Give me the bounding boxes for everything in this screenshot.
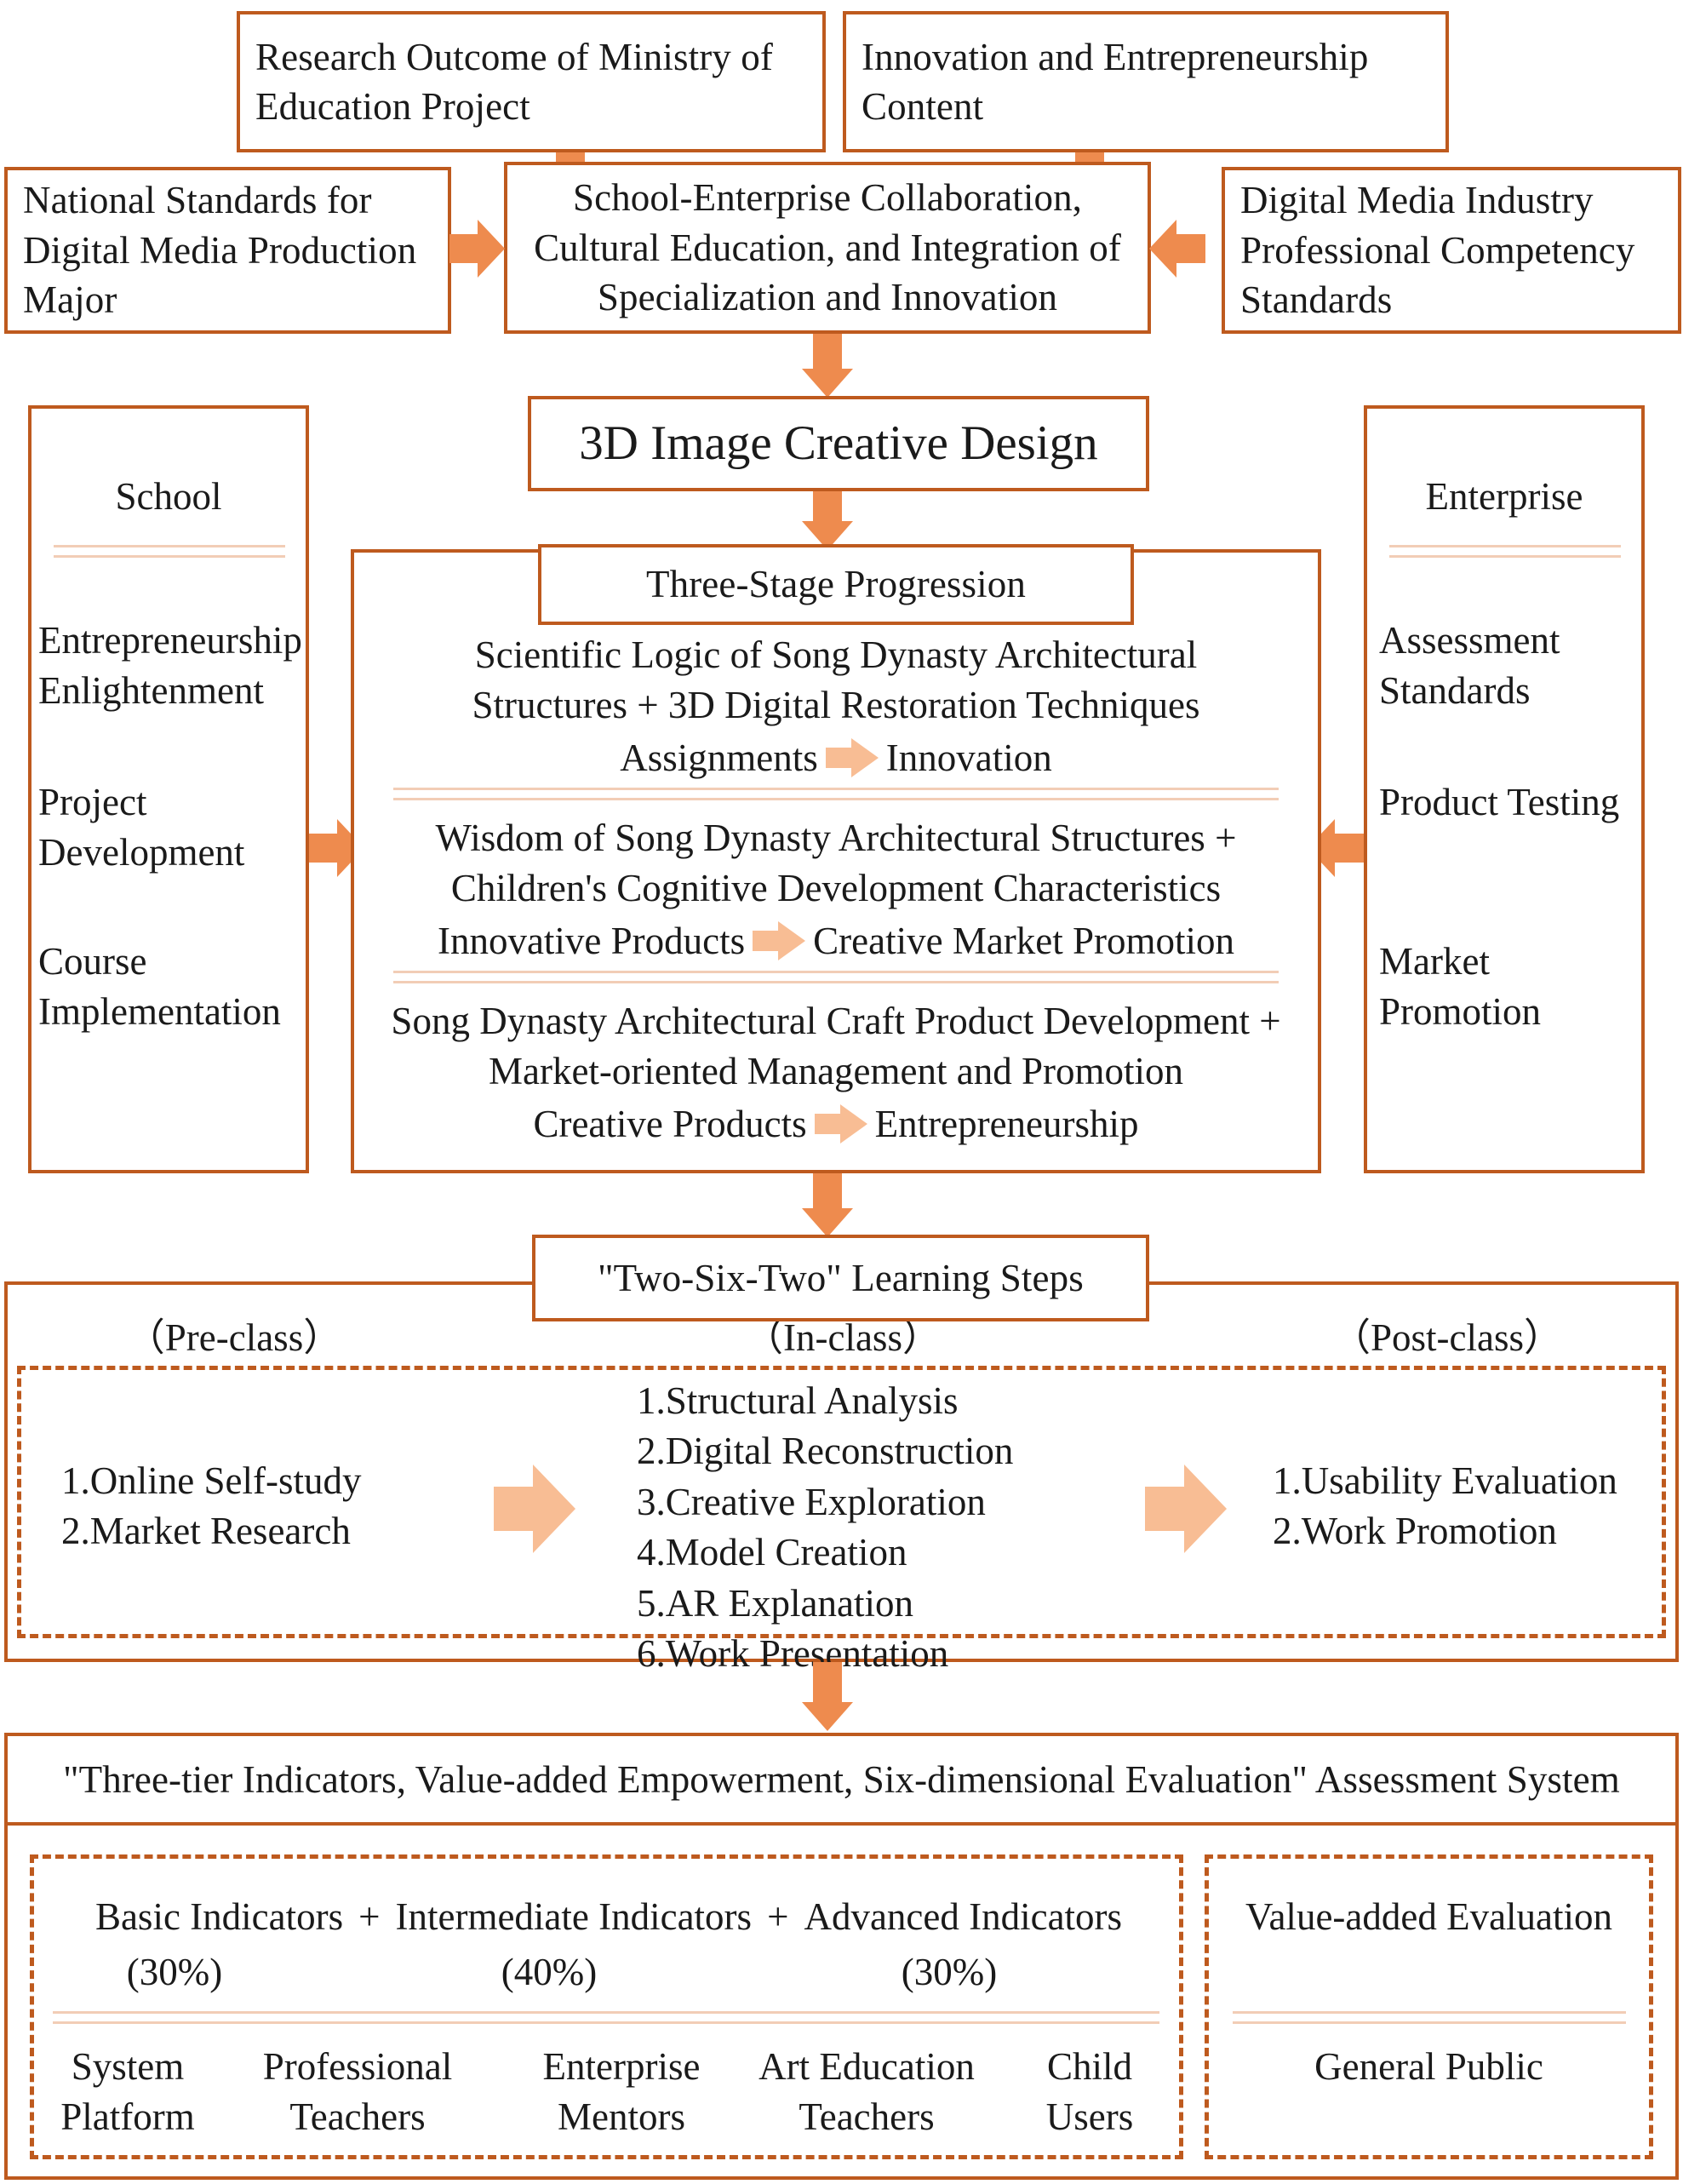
stage-0-from: Assignments — [620, 737, 818, 779]
assessment-value-added-panel — [1205, 1854, 1653, 2159]
enterprise-column-header: Enterprise — [1425, 475, 1583, 518]
list-item: 1.Usability Evaluation — [1273, 1459, 1617, 1502]
arrow-course-to-stages — [802, 491, 853, 551]
school-column-item-2: Course Implementation — [38, 940, 281, 1034]
arrow-inclass-to-postclass-icon — [1145, 1465, 1227, 1553]
assessment-evaluator-2: Enterprise Mentors — [542, 2045, 701, 2139]
box-assessment-title: "Three-tier Indicators, Value-added Empo… — [4, 1733, 1679, 1826]
stage-0-content: Scientific Logic of Song Dynasty Archite… — [472, 633, 1200, 727]
box-course-title: 3D Image Creative Design — [528, 396, 1149, 491]
box-industry-standards-label: Digital Media Industry Professional Comp… — [1240, 179, 1635, 322]
stage-1-flow: Innovative Products Creative Market Prom… — [376, 919, 1296, 963]
stage-1-content: Wisdom of Song Dynasty Architectural Str… — [435, 817, 1237, 910]
learning-phase-2-label: （Post-class） — [1331, 1316, 1562, 1359]
learning-phase-0-items: 1.Online Self-study 2.Market Research — [61, 1456, 427, 1557]
learning-steps-title-label: "Two-Six-Two" Learning Steps — [598, 1256, 1084, 1299]
learning-phase-2-items: 1.Usability Evaluation 2.Work Promotion — [1273, 1456, 1673, 1557]
box-school-column — [28, 405, 309, 1173]
indicator-operator-1: + — [767, 1895, 789, 1938]
assessment-indicators-separator — [53, 2011, 1159, 2024]
assessment-evaluator-1: Professional Teachers — [262, 2045, 453, 2139]
course-title-label: 3D Image Creative Design — [579, 416, 1098, 470]
learning-phase-1-label: （In-class） — [745, 1316, 941, 1359]
arrow-stages-to-learning — [802, 1173, 853, 1238]
list-item: 5.AR Explanation — [637, 1581, 913, 1625]
arrow-learning-to-assessment — [802, 1662, 853, 1733]
enterprise-column-item-1: Product Testing — [1379, 781, 1620, 823]
arrow-preclass-to-inclass-icon — [494, 1465, 575, 1553]
stage-1-to: Creative Market Promotion — [813, 920, 1235, 962]
box-learning-steps-title: "Two-Six-Two" Learning Steps — [532, 1235, 1149, 1321]
stage-0-to: Innovation — [885, 737, 1052, 779]
list-item: 1.Structural Analysis — [637, 1379, 959, 1422]
value-added-title: Value-added Evaluation — [1245, 1895, 1613, 1938]
stage-0-arrow-icon — [825, 738, 879, 777]
enterprise-column-item-2: Market Promotion — [1379, 940, 1542, 1034]
box-enterprise-column — [1364, 405, 1645, 1173]
stage-2-to: Entrepreneurship — [874, 1103, 1139, 1145]
assessment-indicators-panel — [30, 1854, 1183, 2159]
box-three-stage-title: Three-Stage Progression — [538, 544, 1134, 625]
box-three-stage-container — [351, 549, 1321, 1173]
box-innovation-content-label: Innovation and Entrepreneurship Content — [862, 35, 1369, 129]
stage-1-from: Innovative Products — [437, 920, 746, 962]
indicator-operator-0: + — [358, 1895, 381, 1938]
assessment-evaluator-0: System Platform — [60, 2045, 195, 2139]
stage-1-separator — [393, 971, 1279, 983]
stage-2-content: Song Dynasty Architectural Craft Product… — [391, 1000, 1281, 1093]
learning-steps-dashed-panel — [17, 1366, 1666, 1638]
indicator-term-0: Basic Indicators — [94, 1895, 344, 1938]
list-item: 6.Work Presentation — [637, 1631, 949, 1675]
stage-0-separator — [393, 788, 1279, 800]
box-research-outcome-label: Research Outcome of Ministry of Educatio… — [255, 35, 773, 129]
stage-2-from: Creative Products — [533, 1103, 807, 1145]
three-stage-title-label: Three-Stage Progression — [646, 563, 1026, 606]
stage-2-arrow-icon — [814, 1104, 867, 1144]
assessment-evaluator-4: Child Users — [1045, 2045, 1134, 2139]
list-item: 3.Creative Exploration — [637, 1480, 986, 1523]
school-column-item-1: Project Development — [38, 781, 245, 874]
indicator-weight-1: (40%) — [501, 1951, 598, 1993]
box-national-standards-label: National Standards for Digital Media Pro… — [23, 179, 417, 322]
box-collaboration-hub: School-Enterprise Collaboration, Cultura… — [504, 162, 1151, 334]
list-item: 2.Work Promotion — [1273, 1510, 1557, 1553]
indicator-term-1: Intermediate Indicators — [395, 1895, 753, 1938]
list-item: 4.Model Creation — [637, 1531, 907, 1574]
indicator-weight-2: (30%) — [901, 1951, 998, 1993]
box-innovation-content: Innovation and Entrepreneurship Content — [843, 11, 1449, 152]
school-column-separator — [54, 545, 285, 558]
box-collaboration-hub-label: School-Enterprise Collaboration, Cultura… — [534, 176, 1121, 319]
list-item: 2.Market Research — [61, 1510, 351, 1553]
learning-phase-1-items: 1.Structural Analysis 2.Digital Reconstr… — [637, 1376, 1079, 1679]
enterprise-column-item-0: Assessment Standards — [1379, 619, 1560, 713]
stage-2-flow: Creative Products Entrepreneurship — [376, 1102, 1296, 1146]
indicator-weight-0: (30%) — [126, 1951, 223, 1993]
arrow-national-to-hub — [449, 220, 506, 278]
indicator-term-2: Advanced Indicators — [804, 1895, 1123, 1938]
enterprise-column-separator — [1389, 545, 1621, 558]
arrow-industry-to-hub — [1149, 220, 1205, 278]
school-column-item-0: Entrepreneurship Enlightenment — [38, 619, 302, 713]
list-item: 2.Digital Reconstruction — [637, 1430, 1014, 1473]
arrow-hub-to-course — [802, 334, 853, 398]
learning-phase-0-label: （Pre-class） — [126, 1316, 342, 1359]
list-item: 1.Online Self-study — [61, 1459, 362, 1502]
school-column-header: School — [115, 475, 222, 518]
box-research-outcome: Research Outcome of Ministry of Educatio… — [237, 11, 826, 152]
stage-0-flow: Assignments Innovation — [393, 736, 1279, 780]
stage-1-arrow-icon — [753, 921, 806, 960]
assessment-indicators-formula: Basic Indicators + Intermediate Indicato… — [47, 1895, 1171, 1939]
assessment-title-label: "Three-tier Indicators, Value-added Empo… — [63, 1757, 1620, 1801]
value-added-separator — [1233, 2011, 1626, 2024]
assessment-evaluator-3: Art Education Teachers — [758, 2045, 975, 2139]
box-industry-standards: Digital Media Industry Professional Comp… — [1222, 167, 1681, 334]
value-added-evaluator: General Public — [1314, 2045, 1543, 2088]
box-national-standards: National Standards for Digital Media Pro… — [4, 167, 451, 334]
